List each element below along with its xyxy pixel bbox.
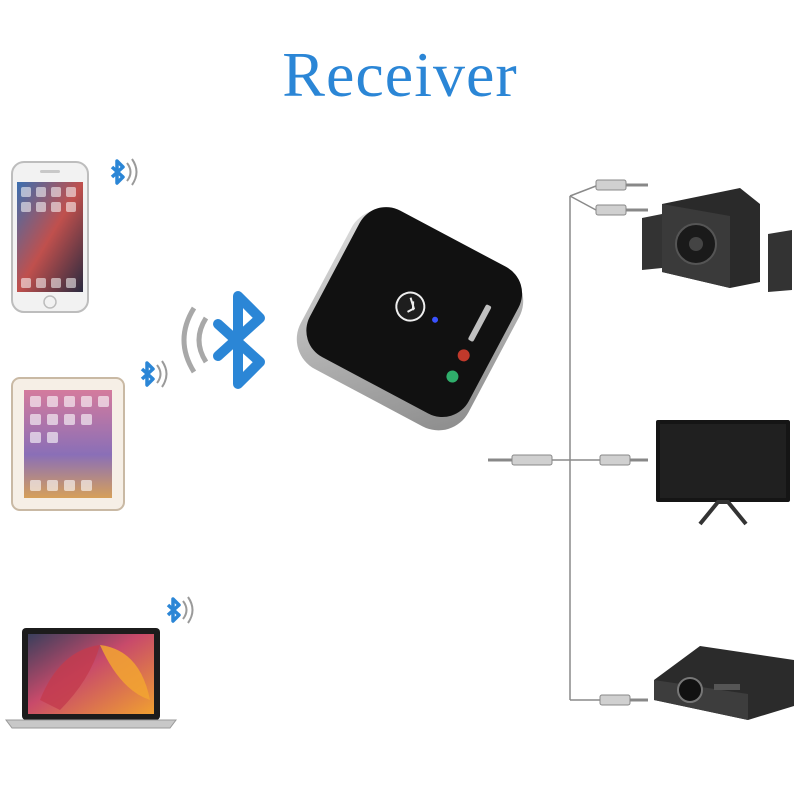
tablet-icon [11,377,125,511]
smartphone-icon [11,161,89,313]
audio-jack-icon [488,454,553,466]
monitor-icon [656,420,790,526]
audio-jack-icon [599,694,648,706]
audio-jack-icon [599,454,648,466]
audio-jack-icon [595,204,648,216]
audio-cable-tree [552,185,600,701]
projector-icon [654,646,794,720]
bluetooth-icon [181,291,265,389]
audio-jack-icon [595,179,648,191]
bluetooth-receiver-device [296,207,524,431]
bluetooth-icon [110,158,138,186]
bluetooth-icon [166,596,194,624]
bluetooth-icon [140,360,168,388]
page-title: Receiver [282,39,518,110]
laptop-icon [5,628,177,729]
speaker-system-icon [642,188,792,292]
